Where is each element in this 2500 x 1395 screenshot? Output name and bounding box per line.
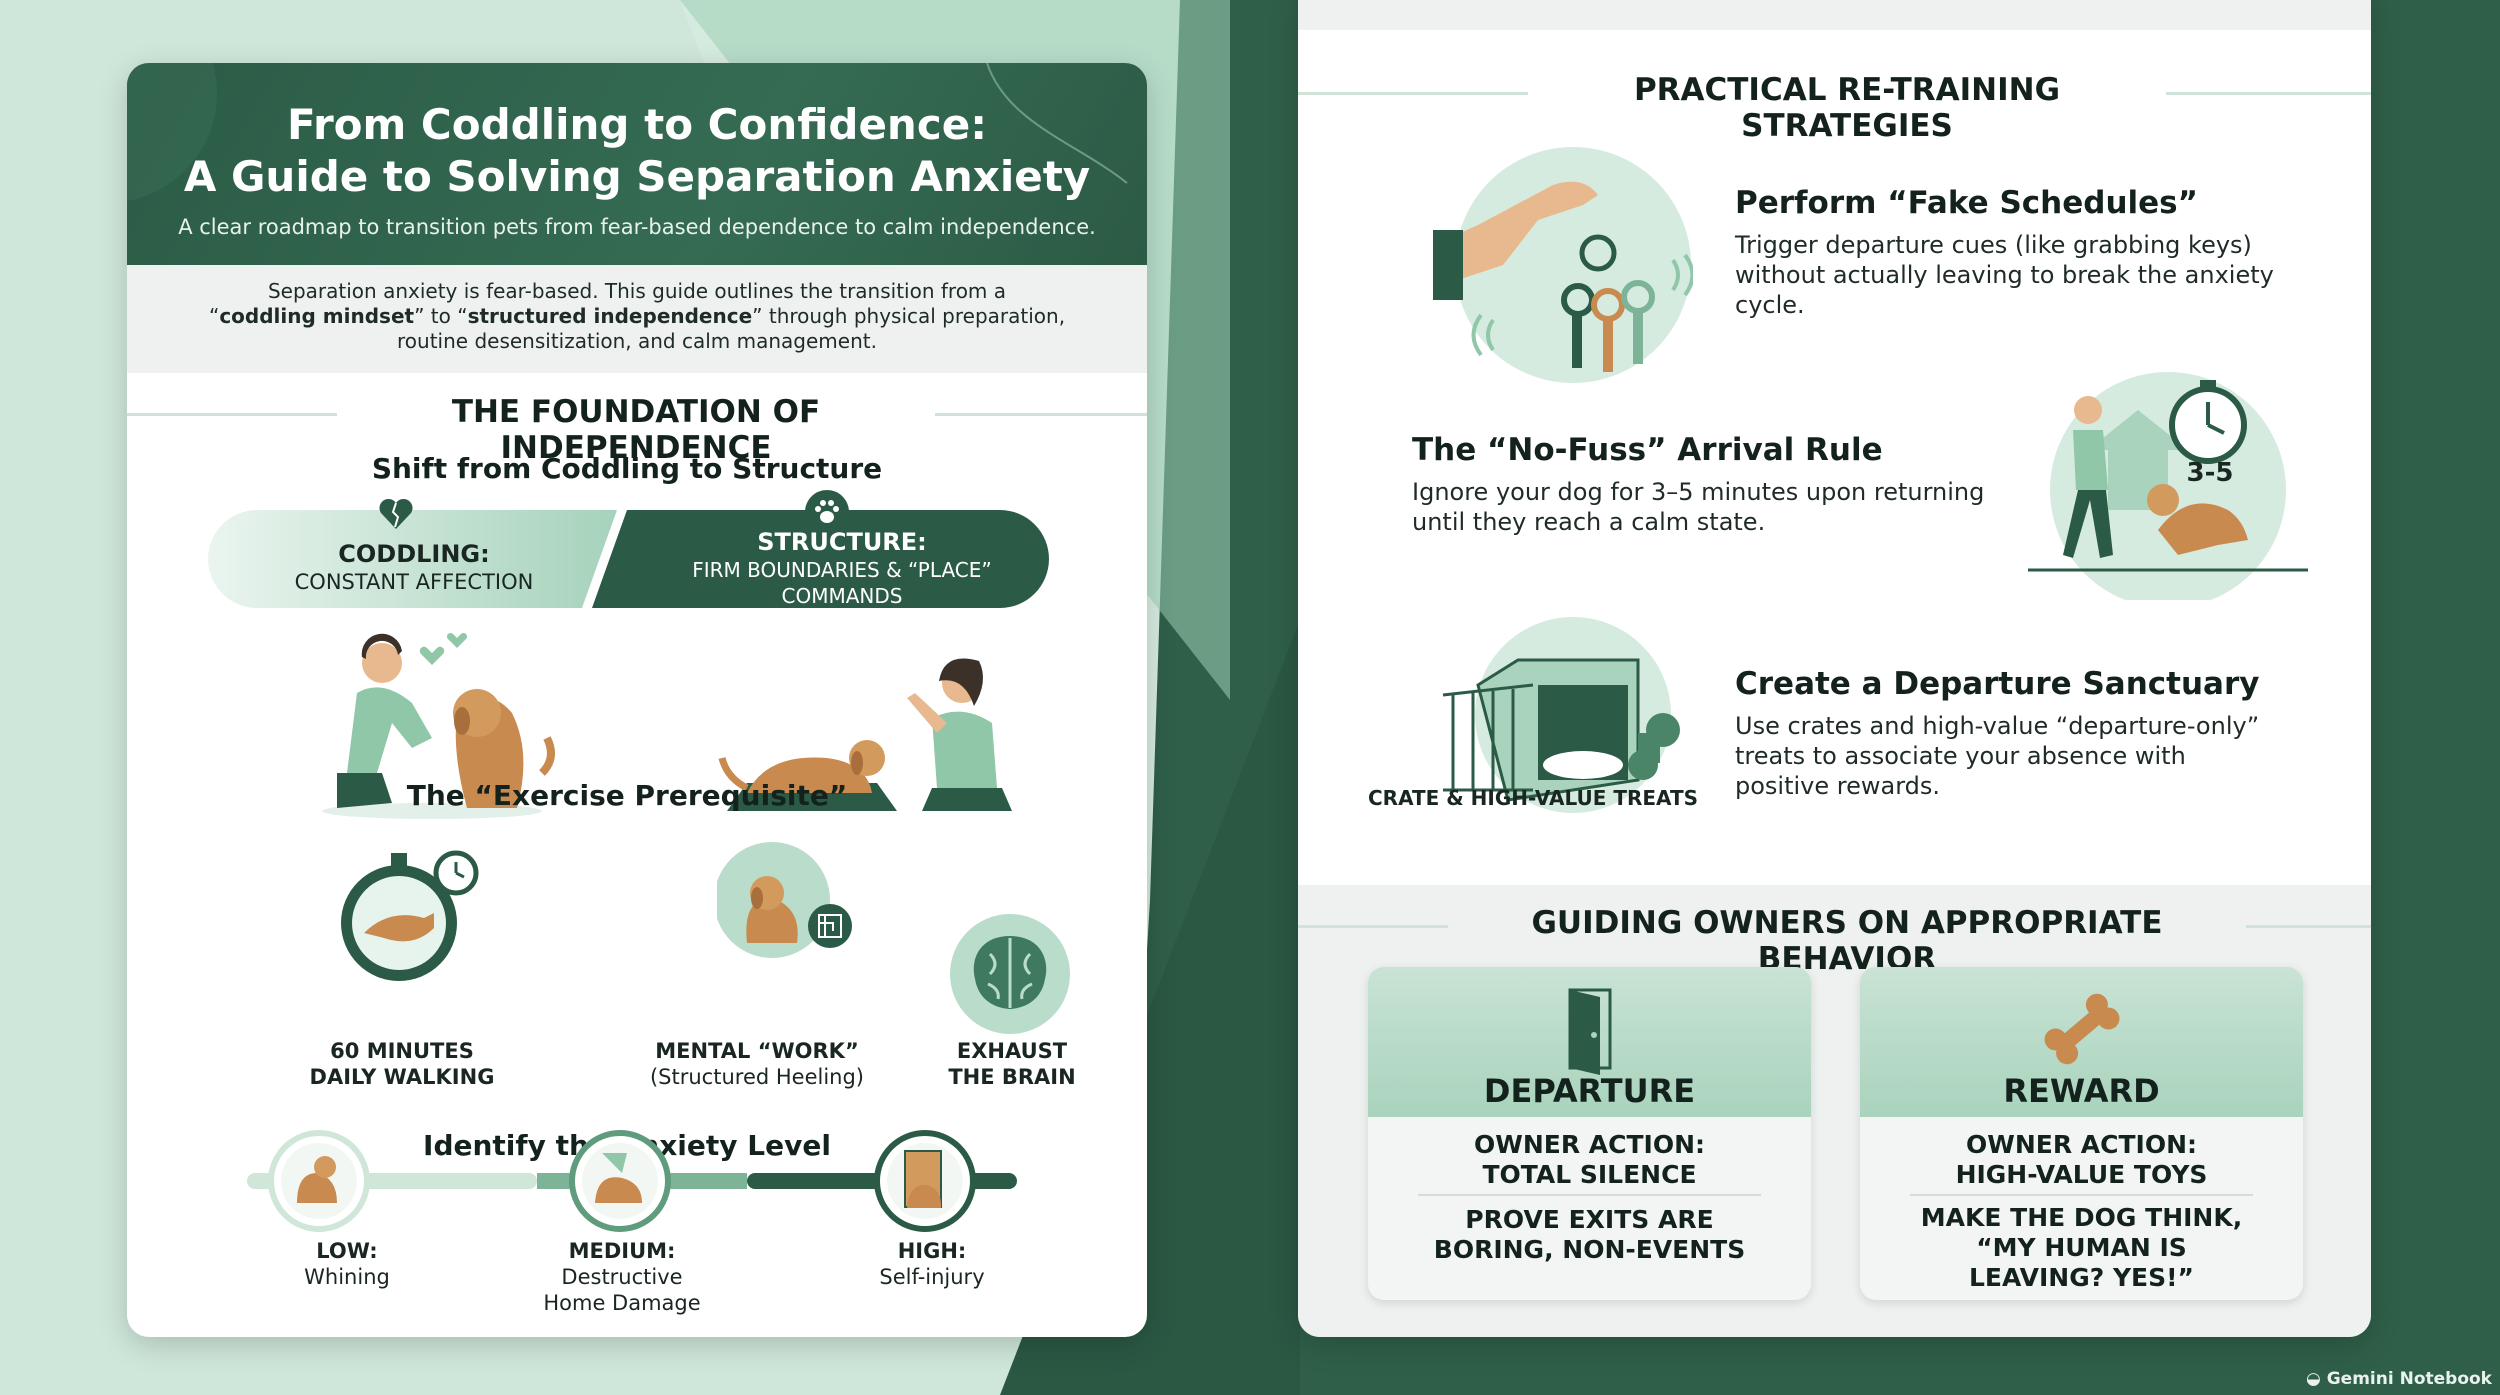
- coddling-illustration: [322, 632, 555, 819]
- coddling-desc: CONSTANT AFFECTION: [294, 570, 534, 594]
- strategy1-title: Perform “Fake Schedules”: [1735, 185, 2198, 221]
- structure-illustration: [718, 658, 1012, 811]
- intro-bold-structured: structured independence: [467, 304, 753, 328]
- strategy1-desc: Trigger departure cues (like grabbing ke…: [1735, 231, 2274, 319]
- arrival-illustration: [2028, 372, 2308, 600]
- stopwatch-icon: [341, 850, 479, 981]
- strategy3-title: Create a Departure Sanctuary: [1735, 666, 2260, 702]
- structure-title: STRUCTURE:: [757, 528, 927, 556]
- page-title: From Coddling to Confidence:A Guide to S…: [183, 100, 1091, 201]
- header-banner: From Coddling to Confidence:A Guide to S…: [127, 63, 1147, 265]
- bone-icon: [2044, 993, 2120, 1065]
- keys-illustration: [1433, 147, 1693, 383]
- dog-thinking-icon: [717, 842, 830, 958]
- reward-card-title: REWARD: [2003, 1072, 2160, 1110]
- reward-owner-action: OWNER ACTION:HIGH-VALUE TOYS: [1955, 1130, 2208, 1189]
- shift-title: Shift from Coddling to Structure: [371, 452, 883, 485]
- foundation-panel: From Coddling to Confidence:A Guide to S…: [127, 63, 1147, 1337]
- intro-bold-coddling: coddling mindset: [219, 304, 415, 328]
- reward-card: REWARD OWNER ACTION:HIGH-VALUE TOYS MAKE…: [1860, 967, 2303, 1300]
- crate-caption: CRATE & HIGH-VALUE TREATS: [1367, 786, 1699, 810]
- crate-illustration: [1442, 617, 1680, 813]
- footer-brand: ◒ Gemini Notebook: [2305, 1369, 2492, 1389]
- coddling-structure-pill: [208, 510, 1049, 608]
- structure-desc: FIRM BOUNDARIES & “PLACE”COMMANDS: [692, 558, 992, 608]
- guiding-section-title: GUIDING OWNERS ON APPROPRIATE BEHAVIOR: [1448, 905, 2246, 977]
- arrival-minutes-badge: 3-5: [2186, 458, 2234, 488]
- departure-card: DEPARTURE OWNER ACTION:TOTAL SILENCE PRO…: [1368, 967, 1811, 1300]
- maze-icon: [808, 904, 852, 948]
- coddling-title: CODDLING:: [338, 540, 490, 568]
- brain-icon: [950, 914, 1070, 1034]
- top-strip: [1298, 0, 2371, 30]
- foundation-section-title: THE FOUNDATION OF INDEPENDENCE: [337, 394, 935, 466]
- anxiety-low: LOW:Whining: [304, 1239, 390, 1289]
- exercise-title: The “Exercise Prerequisite”: [406, 779, 848, 812]
- strategy3-desc: Use crates and high-value “departure-onl…: [1735, 712, 2260, 800]
- departure-owner-action: OWNER ACTION:TOTAL SILENCE: [1473, 1130, 1705, 1189]
- anxiety-high: HIGH:Self-injury: [879, 1239, 985, 1289]
- exercise-label-mental: MENTAL “WORK”(Structured Heeling): [649, 1039, 865, 1089]
- page-subtitle: A clear roadmap to transition pets from …: [178, 215, 1096, 239]
- strategy2-title: The “No-Fuss” Arrival Rule: [1412, 432, 1883, 468]
- strategies-section-title: PRACTICAL RE-TRAINING STRATEGIES: [1528, 72, 2166, 144]
- strategies-panel: PRACTICAL RE-TRAINING STRATEGIES Perform…: [1298, 0, 2371, 1337]
- paw-icon: [805, 490, 849, 534]
- broken-heart-icon: [379, 498, 413, 529]
- intro-box: Separation anxiety is fear-based. This g…: [127, 265, 1147, 373]
- anxiety-scale: [247, 1130, 1017, 1232]
- door-icon: [1568, 988, 1612, 1075]
- departure-card-title: DEPARTURE: [1483, 1072, 1696, 1110]
- header-decoration: [127, 63, 1128, 202]
- strategy2-desc: Ignore your dog for 3–5 minutes upon ret…: [1412, 478, 1985, 536]
- intro-line3: routine desensitization, and calm manage…: [397, 329, 877, 353]
- intro-line1: Separation anxiety is fear-based. This g…: [267, 279, 1007, 303]
